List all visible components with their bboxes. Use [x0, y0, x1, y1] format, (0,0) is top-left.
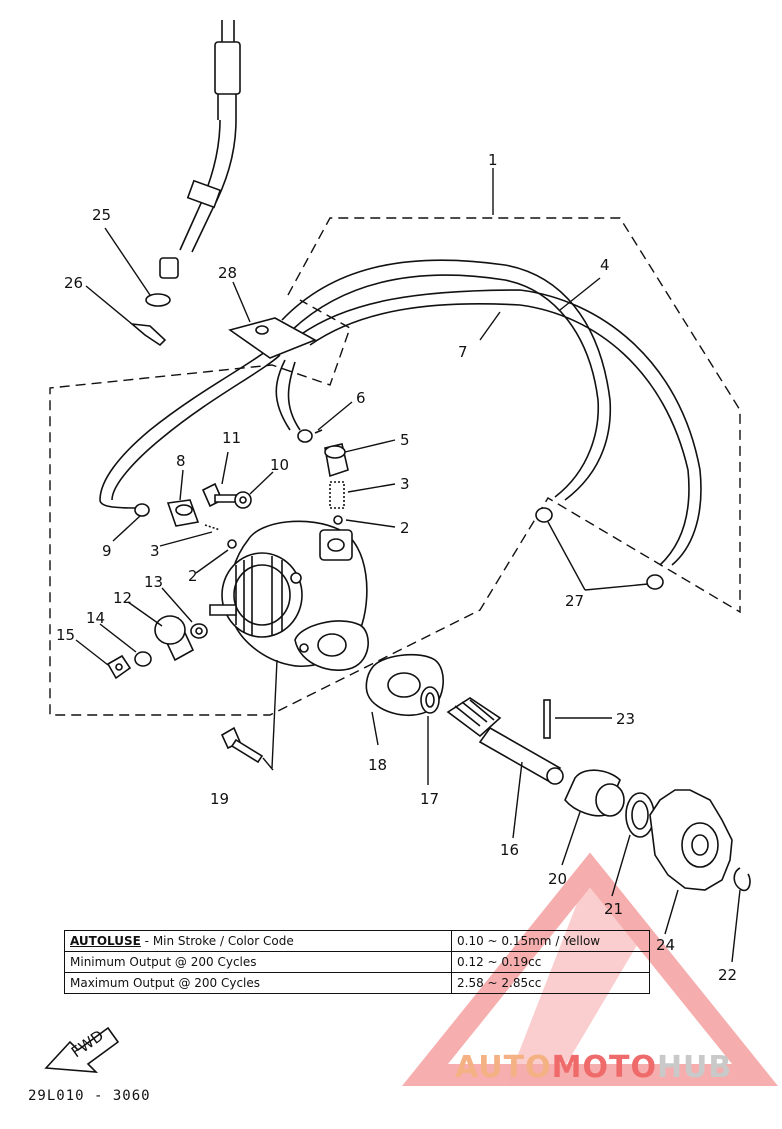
cable-parts-25-26	[129, 293, 171, 347]
callout-16: 16	[500, 841, 519, 859]
callout-17: 17	[420, 790, 439, 808]
spec-header-value: 0.10 ~ 0.15mm / Yellow	[451, 930, 650, 952]
spec-row-max-output: Maximum Output @ 200 Cycles 2.58 ~ 2.85c…	[64, 972, 650, 994]
callout-14: 14	[86, 609, 105, 627]
hose-clamp	[228, 317, 317, 359]
oil-hoses	[99, 259, 702, 566]
spec-row-label: Maximum Output @ 200 Cycles	[64, 972, 452, 994]
spec-row-header: AUTOLUSE - Min Stroke / Color Code 0.10 …	[64, 930, 650, 952]
callout-10: 10	[270, 456, 289, 474]
pump-drive-shaft	[446, 697, 751, 892]
callout-25: 25	[92, 206, 111, 224]
callout-8: 8	[176, 452, 186, 470]
callout-19: 19	[210, 790, 229, 808]
callout-4: 4	[600, 256, 610, 274]
watermark-part-auto: AUTO	[455, 1050, 552, 1085]
callout-11: 11	[222, 429, 241, 447]
callout-5: 5	[400, 431, 410, 449]
callout-numbers: 1 2 2 3 3 4 5 6 7 8 9 10 11 12 13 14 15 …	[56, 151, 737, 984]
callout-2-upper: 2	[400, 519, 410, 537]
callout-18: 18	[368, 756, 387, 774]
watermark-part-moto: MOTO	[551, 1050, 657, 1085]
callout-2-lower: 2	[188, 567, 198, 585]
group-boundary-1	[49, 217, 741, 716]
gasket-and-oring	[365, 653, 445, 717]
spec-row-value: 2.58 ~ 2.85cc	[451, 972, 650, 994]
callout-12: 12	[113, 589, 132, 607]
autolube-spec-table: AUTOLUSE - Min Stroke / Color Code 0.10 …	[64, 930, 650, 994]
drawing-number: 29L010 - 3060	[28, 1088, 151, 1104]
callout-20: 20	[548, 870, 567, 888]
callout-27: 27	[565, 592, 584, 610]
oil-pump-cable	[159, 20, 241, 279]
callout-28: 28	[218, 264, 237, 282]
watermark-part-hub: HUB	[656, 1050, 733, 1085]
callout-leaders	[75, 227, 741, 963]
callout-3-lower: 3	[150, 542, 160, 560]
fwd-arrow	[44, 1026, 120, 1073]
callout-21: 21	[604, 900, 623, 918]
callout-13: 13	[144, 573, 163, 591]
callout-26: 26	[64, 274, 83, 292]
spec-row-min-output: Minimum Output @ 200 Cycles 0.12 ~ 0.19c…	[64, 951, 650, 973]
callout-9: 9	[102, 542, 112, 560]
callout-24: 24	[656, 936, 675, 954]
callout-15: 15	[56, 626, 75, 644]
oil-pump-body	[209, 520, 369, 671]
callout-7: 7	[458, 343, 468, 361]
callout-6: 6	[356, 389, 366, 407]
small-parts-upper-right	[297, 429, 664, 590]
callout-1: 1	[488, 151, 498, 169]
small-parts-left	[106, 482, 264, 764]
spec-row-label: Minimum Output @ 200 Cycles	[64, 951, 452, 973]
spec-row-value: 0.12 ~ 0.19cc	[451, 951, 650, 973]
watermark-text: AUTOMOTOHUB	[455, 1050, 732, 1085]
callout-3-upper: 3	[400, 475, 410, 493]
callout-22: 22	[718, 966, 737, 984]
callout-23: 23	[616, 710, 635, 728]
spec-header-label: AUTOLUSE - Min Stroke / Color Code	[64, 930, 452, 952]
